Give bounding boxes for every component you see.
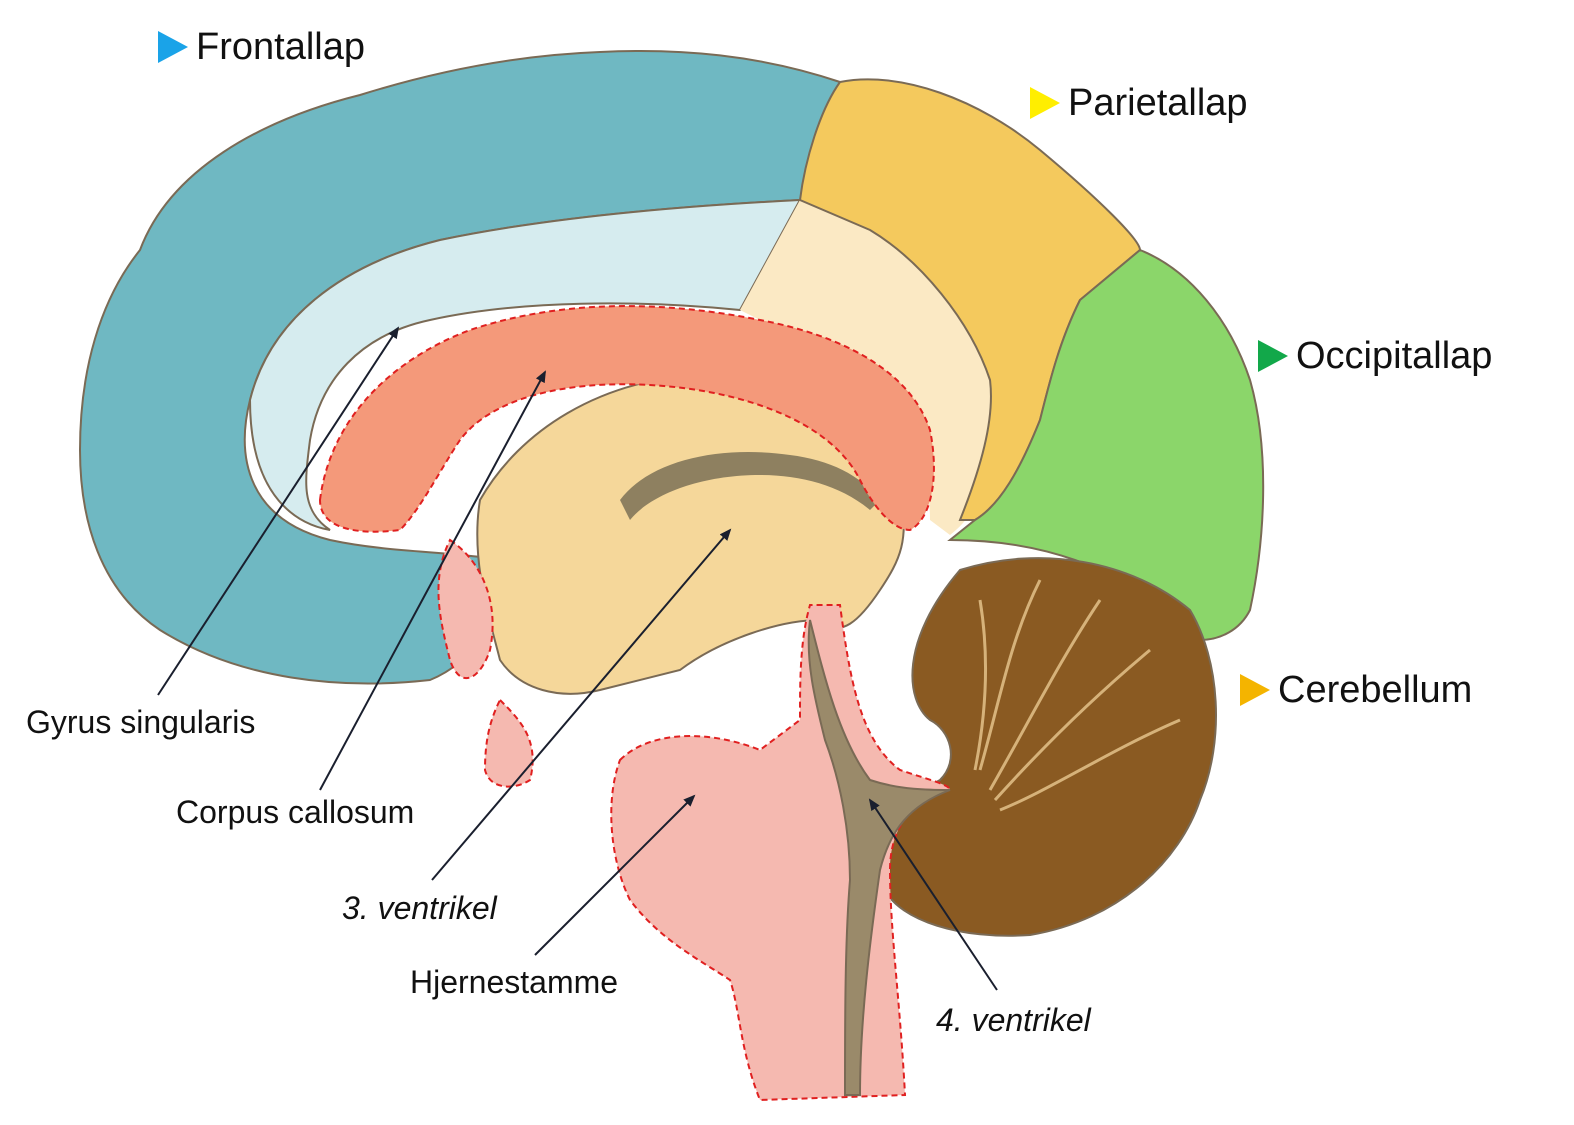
- frontal-lobe-text: Frontallap: [196, 26, 365, 68]
- arrow-gyrus: [157, 326, 400, 696]
- hypophysis: [483, 698, 534, 788]
- fourth-ventricle-label: 4. ventrikel: [936, 1002, 1091, 1038]
- arrow-v4: [868, 798, 998, 991]
- parietal-lobe-label: Parietallap: [1030, 84, 1248, 122]
- corpus-callosum-label: Corpus callosum: [176, 794, 415, 830]
- frontal-pointer-icon: [158, 31, 188, 63]
- label-arrows: [157, 326, 998, 991]
- corpus-callosum: [318, 305, 935, 533]
- cerebellum-text: Cerebellum: [1278, 669, 1473, 711]
- occipital-lobe-label: Occipitallap: [1258, 337, 1492, 375]
- brainstem-label: Hjernestamme: [410, 964, 619, 1000]
- cerebellum-folia: [973, 579, 1181, 812]
- arrow-stem: [534, 794, 696, 956]
- occipital-lobe-text: Occipitallap: [1296, 335, 1493, 377]
- arrow-v3: [431, 528, 732, 881]
- frontal-lobe-label: Frontallap: [158, 28, 365, 66]
- parietal-lobe-text: Parietallap: [1068, 82, 1248, 124]
- pituitary-region: [437, 538, 494, 680]
- arrow-corpus: [319, 370, 546, 791]
- parietal-pointer-icon: [1030, 87, 1060, 119]
- gyrus-singularis-label: Gyrus singularis: [26, 704, 256, 740]
- occipital-pointer-icon: [1258, 340, 1288, 372]
- third-ventricle-label: 3. ventrikel: [342, 890, 497, 926]
- cerebellum-pointer-icon: [1240, 674, 1270, 706]
- fornix-band: [620, 452, 880, 520]
- fourth-ventricle: [807, 619, 951, 1096]
- cerebellum-label: Cerebellum: [1240, 671, 1472, 709]
- cingulate-gyrus: [248, 198, 802, 531]
- cerebellum: [883, 557, 1217, 937]
